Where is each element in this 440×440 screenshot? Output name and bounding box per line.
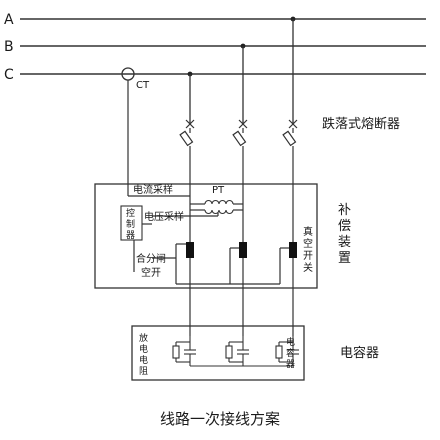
comp-device-char: 装 <box>338 235 351 250</box>
capacitor-label-vertical: 电 容 器 <box>286 336 295 370</box>
controller-box <box>120 205 143 241</box>
compensation-device-label: 补 偿 装 置 <box>338 203 351 266</box>
voltage-sampling-label: 电压采样 <box>144 210 184 223</box>
capacitor-cells <box>172 336 299 367</box>
controller-char: 制 <box>126 218 135 230</box>
fuse-phase-c <box>179 119 195 184</box>
fuse-phase-a <box>282 119 298 184</box>
fuse-phase-b <box>232 119 248 184</box>
discharge-resistor-char: 阻 <box>139 366 148 377</box>
feeder-lines <box>189 19 294 124</box>
internal-wiring <box>127 80 294 336</box>
pt-transformer-symbol <box>204 199 234 215</box>
phase-lines <box>20 18 426 75</box>
switch-control-label: 空开 <box>141 266 161 279</box>
vacuum-switch-char: 空 <box>303 237 313 250</box>
capacitor-label: 电容器 <box>340 345 379 361</box>
ct-label: CT <box>136 80 150 91</box>
capacitor-cell <box>225 336 249 366</box>
discharge-resistor-char: 电 <box>139 343 148 355</box>
vacuum-switch-label: 真 空 开 关 <box>303 225 313 274</box>
capacitor-bank-box <box>131 325 305 381</box>
vacuum-switch-contact <box>239 242 247 258</box>
discharge-resistor-char: 放 <box>139 332 148 344</box>
comp-device-char: 置 <box>338 251 351 266</box>
pt-label: PT <box>212 185 225 196</box>
capacitor-char: 容 <box>286 347 295 359</box>
phase-b-label: B <box>4 39 14 55</box>
diagram-caption: 线路一次接线方案 <box>160 410 280 428</box>
switch-control-label: 合分闸 <box>136 252 166 265</box>
capacitor-cell <box>172 336 196 366</box>
discharge-resistor-char: 电 <box>139 354 148 366</box>
phase-c-label: C <box>4 67 14 83</box>
vacuum-switch-char: 关 <box>303 261 313 274</box>
current-sampling-label: 电流采样 <box>133 183 173 196</box>
vacuum-switch-contact <box>186 242 194 258</box>
controller-char: 控 <box>126 207 135 219</box>
capacitor-cell <box>275 336 299 366</box>
discharge-resistor-label: 放 电 电 阻 <box>139 332 148 377</box>
comp-device-char: 补 <box>338 203 351 218</box>
dropout-fuses <box>179 119 298 184</box>
phase-a-label: A <box>4 12 14 28</box>
controller-char: 器 <box>126 230 135 241</box>
vacuum-switches <box>186 242 297 258</box>
fuse-label: 跌落式熔断器 <box>322 116 400 132</box>
vacuum-switch-char: 真 <box>303 225 313 238</box>
capacitor-char: 器 <box>286 359 295 370</box>
vacuum-switch-contact <box>289 242 297 258</box>
comp-device-char: 偿 <box>338 219 351 234</box>
vacuum-switch-char: 开 <box>303 251 313 262</box>
compensation-device-box <box>94 183 318 289</box>
